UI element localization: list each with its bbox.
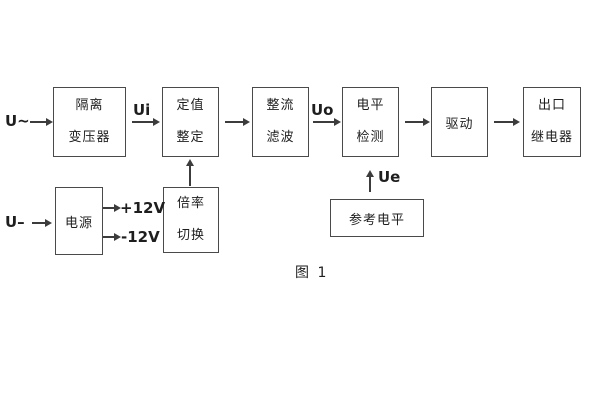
block-output-relay: 出口 继电器 bbox=[523, 87, 581, 157]
block-power-supply: 电源 bbox=[55, 187, 103, 255]
signal-label-minus12v: -12V bbox=[121, 228, 160, 246]
block-setting-adjust: 定值 整定 bbox=[162, 87, 219, 157]
block-driver: 驱动 bbox=[431, 87, 488, 157]
block-label: 变压器 bbox=[68, 130, 111, 145]
block-label: 整定 bbox=[176, 130, 205, 145]
block-label: 倍率 bbox=[176, 196, 205, 211]
arrow-dc-input-icon bbox=[32, 219, 52, 227]
arrow-ac-input-icon bbox=[30, 118, 53, 126]
block-label: 电源 bbox=[64, 215, 93, 231]
arrow-ratio-to-setting-icon bbox=[186, 159, 194, 186]
arrow-rectifier-to-detect-icon bbox=[313, 118, 341, 126]
signal-label-ue: Ue bbox=[378, 168, 401, 186]
signal-label-ac-input: U~ bbox=[5, 112, 30, 130]
signal-label-ui: Ui bbox=[133, 101, 151, 119]
block-label: 切换 bbox=[176, 228, 205, 243]
block-label: 电平 bbox=[356, 98, 385, 113]
block-label: 出口 bbox=[537, 98, 566, 113]
block-label: 隔离 bbox=[75, 98, 104, 113]
signal-label-dc-input: U– bbox=[5, 213, 25, 231]
signal-label-uo: Uo bbox=[311, 101, 334, 119]
block-label: 驱动 bbox=[445, 116, 474, 132]
block-label: 检测 bbox=[356, 130, 385, 145]
block-label: 整流 bbox=[266, 98, 295, 113]
arrow-reference-to-detect-icon bbox=[366, 170, 374, 192]
block-label: 滤波 bbox=[266, 130, 295, 145]
block-level-detect: 电平 检测 bbox=[342, 87, 399, 157]
arrow-driver-to-relay-icon bbox=[494, 118, 520, 126]
arrow-plus12v-icon bbox=[103, 204, 121, 212]
arrow-minus12v-icon bbox=[103, 233, 121, 241]
figure-caption: 图 1 bbox=[295, 265, 329, 281]
block-label: 定值 bbox=[176, 98, 205, 113]
block-ratio-switch: 倍率 切换 bbox=[163, 187, 219, 253]
block-reference-level: 参考电平 bbox=[330, 199, 424, 237]
block-label: 参考电平 bbox=[348, 212, 405, 228]
signal-label-plus12v: +12V bbox=[120, 199, 166, 217]
arrow-transformer-to-setting-icon bbox=[132, 118, 160, 126]
block-isolation-transformer: 隔离 变压器 bbox=[53, 87, 126, 157]
arrow-detect-to-driver-icon bbox=[405, 118, 430, 126]
block-label: 继电器 bbox=[530, 130, 573, 145]
arrow-setting-to-rectifier-icon bbox=[225, 118, 250, 126]
block-rectifier-filter: 整流 滤波 bbox=[252, 87, 309, 157]
